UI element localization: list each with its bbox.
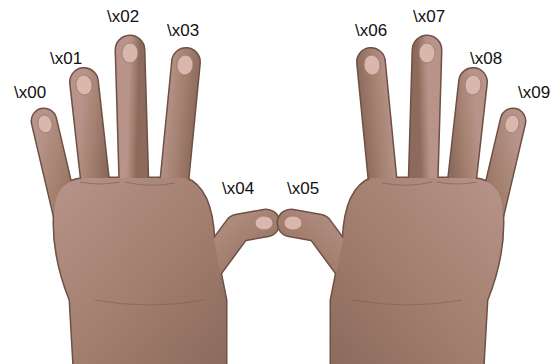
finger-label: \x00 xyxy=(14,84,46,103)
finger-label: \x02 xyxy=(107,8,139,27)
left-hand xyxy=(36,43,273,364)
finger-label: \x07 xyxy=(413,8,445,27)
finger-label: \x09 xyxy=(518,84,550,103)
finger-label: \x04 xyxy=(222,180,254,199)
finger-label: \x08 xyxy=(470,50,502,69)
finger-label: \x05 xyxy=(287,180,319,199)
finger-label: \x06 xyxy=(355,22,387,41)
finger-label: \x03 xyxy=(167,22,199,41)
finger-label: \x01 xyxy=(50,50,82,69)
right-hand xyxy=(284,43,521,364)
